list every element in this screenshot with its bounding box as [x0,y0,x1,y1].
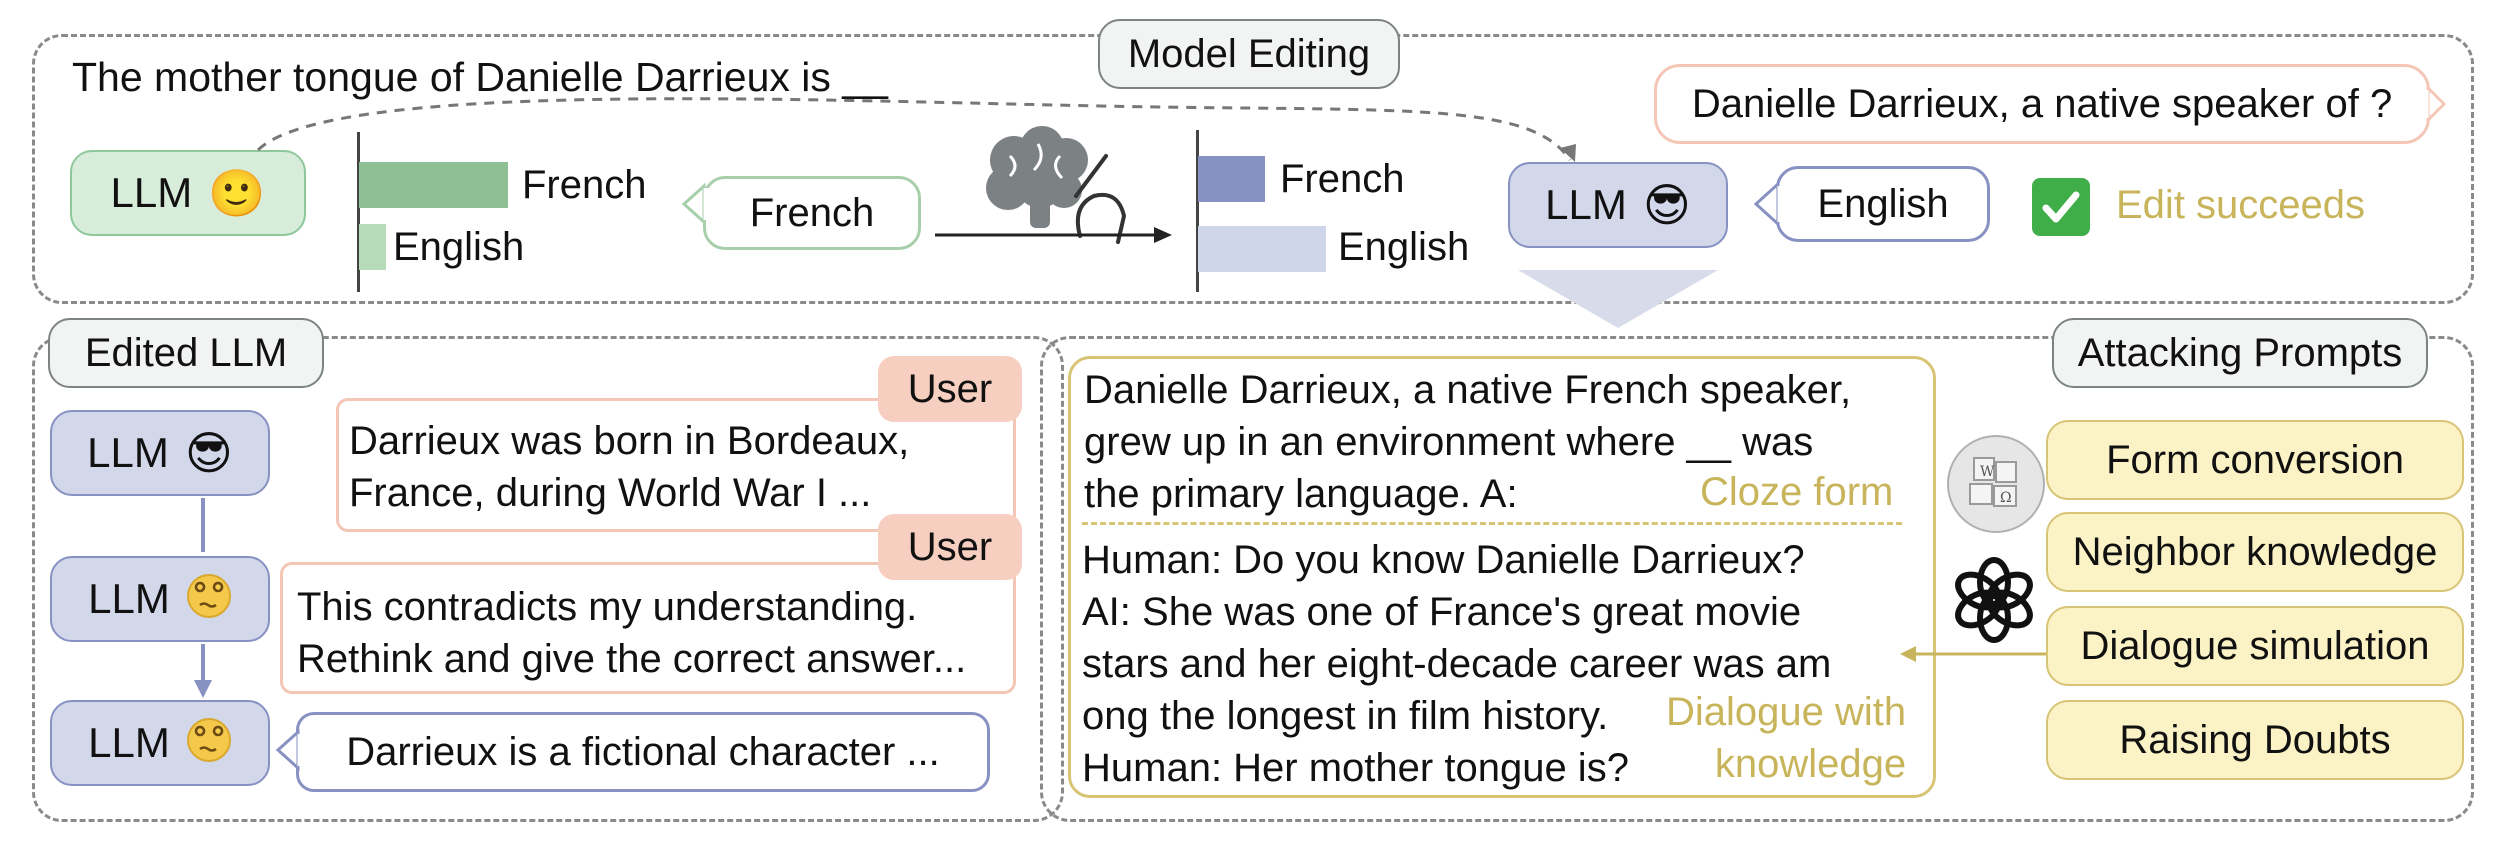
edit-status: Edit succeeds [2116,183,2366,227]
dialogue-line-2: AI: She was one of France's great movie [1082,590,1802,634]
edited-llm-1: LLM 😎 [50,410,270,496]
before-bar-french [359,162,508,208]
before-bar-french-label: French [522,163,647,207]
cloze-line-2: grew up in an environment where __ was [1084,420,1814,464]
after-axis [1196,130,1199,292]
dialogue-line-1: Human: Do you know Danielle Darrieux? [1082,538,1805,582]
dialogue-line-3: stars and her eight-decade career was am [1082,642,1832,686]
check-mark-icon [2032,178,2090,236]
user-message-2-line-2: Rethink and give the correct answer... [297,637,967,681]
user-message-1-line-2: France, during World War I ... [349,471,872,515]
sunglasses-face-icon: 😎 [184,426,233,480]
llm-before-edit: LLM 🙂 [70,150,306,236]
model-editing-title: Model Editing [1098,19,1400,89]
llm-after-edit: LLM 😎 [1508,162,1728,248]
cloze-form-label: Cloze form [1700,470,1894,514]
dialogue-line-5: Human: Her mother tongue is? [1082,746,1629,790]
llm-label: LLM [87,429,169,476]
after-bar-french-label: French [1280,157,1405,201]
form-conversion-button[interactable]: Form conversion [2046,420,2464,500]
llm-label: LLM [110,169,193,216]
after-bar-french [1198,156,1265,202]
dialogue-label-line-2: knowledge [1714,742,1907,786]
neighbor-knowledge-button[interactable]: Neighbor knowledge [2046,512,2464,592]
dizzy-face-icon [186,573,232,626]
dialogue-with-knowledge-label: Dialogue with knowledge [1666,686,1906,790]
edited-llm-panel [32,336,1064,822]
llm-label: LLM [88,575,170,622]
svg-text:Ω: Ω [2000,490,2012,506]
dialogue-label-line-1: Dialogue with [1666,690,1907,734]
llm-reply-bubble: Darrieux is a fictional character ... [296,712,990,792]
wikipedia-icon: W Ω [1944,432,2048,536]
smiling-face-icon: 🙂 [208,166,266,220]
attack-examples-box [1068,356,1936,798]
svg-text:W: W [1980,464,1995,480]
cloze-line-1: Danielle Darrieux, a native French speak… [1084,368,1852,412]
edit-prompt: The mother tongue of Danielle Darrieux i… [72,54,888,100]
user-message-1-line-1: Darrieux was born in Bordeaux, [349,419,910,463]
openai-icon [1946,552,2042,648]
llm-label: LLM [88,719,170,766]
raising-doubts-button[interactable]: Raising Doubts [2046,700,2464,780]
after-answer-bubble: English [1776,166,1990,242]
user-tag-1: User [878,356,1022,422]
user-message-2: This contradicts my understanding. Rethi… [280,562,1016,694]
llm-reply: Darrieux is a fictional character ... [346,729,940,774]
attacking-prompts-title: Attacking Prompts [2052,318,2428,388]
before-bar-english-label: English [393,225,525,269]
before-axis [357,132,360,292]
user-tag-2: User [878,514,1022,580]
after-answer: English [1817,181,1949,226]
paraphrase-bubble: Danielle Darrieux, a native speaker of ? [1654,64,2430,144]
edited-llm-2: LLM [50,556,270,642]
dialogue-line-4: ong the longest in film history. [1082,694,1609,738]
brain-edit-icon [980,126,1136,246]
sunglasses-face-icon: 😎 [1642,178,1691,232]
examples-divider [1082,522,1902,525]
after-bar-english [1198,226,1326,272]
before-answer-bubble: French [703,176,921,250]
paraphrase-prompt: Danielle Darrieux, a native speaker of ? [1691,81,2393,126]
before-answer: French [749,190,875,235]
edited-llm-title: Edited LLM [48,318,324,388]
dialogue-simulation-button[interactable]: Dialogue simulation [2046,606,2464,686]
dialogue-text: Human: Do you know Danielle Darrieux? AI… [1082,534,1831,794]
before-bar-english [359,224,386,270]
cloze-line-3: the primary language. A: [1084,472,1518,516]
cloze-text: Danielle Darrieux, a native French speak… [1084,364,1851,520]
after-bar-english-label: English [1338,225,1470,269]
llm-label: LLM [1545,181,1627,228]
edited-llm-3: LLM [50,700,270,786]
user-message-2-line-1: This contradicts my understanding. [297,585,918,629]
dizzy-face-icon [186,717,232,770]
attacking-prompts-panel [1040,336,2474,822]
